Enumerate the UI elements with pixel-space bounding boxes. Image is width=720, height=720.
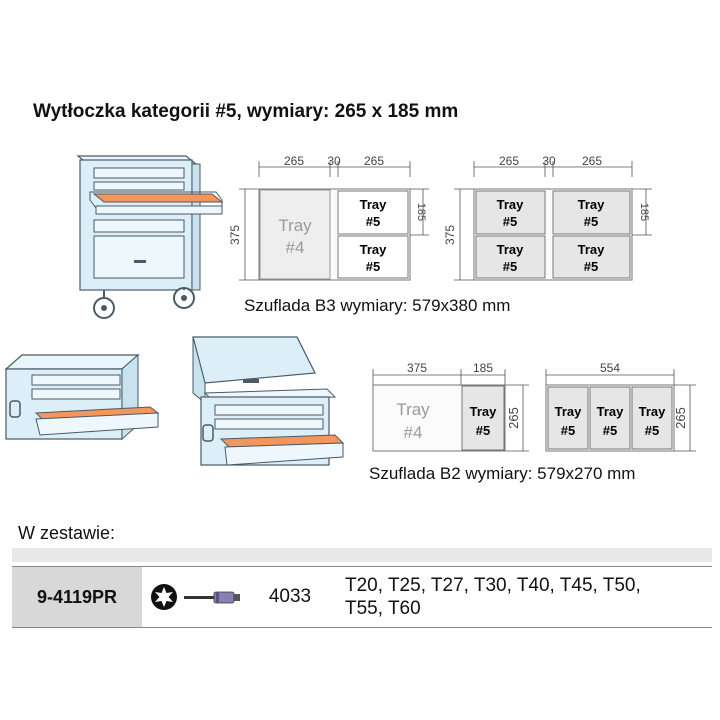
torx-sizes-line: T20, T25, T27, T30, T40, T45, T50, xyxy=(345,575,641,596)
dim-label: 30 xyxy=(542,155,556,168)
tray5-number: #5 xyxy=(584,259,598,274)
tray5-label: Tray xyxy=(578,197,606,212)
set-header-bar xyxy=(12,548,712,562)
item-number: 4033 xyxy=(268,586,312,607)
dim-label: 375 xyxy=(228,225,242,245)
tray5-label: Tray xyxy=(639,404,667,419)
tray5-number: #5 xyxy=(503,259,517,274)
dim-label: 185 xyxy=(473,361,493,375)
tray5-number: #5 xyxy=(561,423,575,438)
set-section-label: W zestawie: xyxy=(18,523,116,543)
page-title: Wytłoczka kategorii #5, wymiary: 265 x 1… xyxy=(33,101,459,122)
tray5-label: Tray xyxy=(555,404,583,419)
tray5-label: Tray xyxy=(597,404,625,419)
tray5-number: #5 xyxy=(366,259,380,274)
tray5-number: #5 xyxy=(503,214,517,229)
tray5-label: Tray xyxy=(497,197,525,212)
dim-label: 375 xyxy=(443,225,457,245)
tray4-number: #4 xyxy=(286,238,305,257)
torx-sizes-line: T55, T60 xyxy=(345,598,421,619)
dim-label: 30 xyxy=(327,155,341,168)
b3-caption: Szuflada B3 wymiary: 579x380 mm xyxy=(244,296,511,315)
b2-layout-with-tray4: 375 185 Tray #4 Tray #5 265 xyxy=(372,361,529,452)
tray4-number: #4 xyxy=(404,423,423,442)
tray5-number: #5 xyxy=(584,214,598,229)
dim-label: 265 xyxy=(499,155,519,168)
torx-star-icon xyxy=(151,584,177,610)
roller-cabinet-illustration xyxy=(76,155,224,319)
product-code: 9-4119PR xyxy=(12,567,142,627)
dim-label: 185 xyxy=(638,203,650,221)
dim-label: 265 xyxy=(506,407,521,429)
tray4-label: Tray xyxy=(278,216,312,235)
tray5-number: #5 xyxy=(476,423,490,438)
tool-icons xyxy=(142,567,245,627)
b2-caption: Szuflada B2 wymiary: 579x270 mm xyxy=(369,464,636,483)
tray5-label: Tray xyxy=(360,197,388,212)
dim-label: 265 xyxy=(364,155,384,168)
torx-sizes: T20, T25, T27, T30, T40, T45, T50, T55, … xyxy=(335,567,712,627)
b2-layout-three-tray5: 554 Tray #5 Tray #5 Tray #5 265 xyxy=(545,361,696,452)
tool-chest-open-lid-illustration xyxy=(192,336,345,466)
dim-label: 265 xyxy=(673,407,688,429)
tray5-label: Tray xyxy=(360,242,388,257)
dim-label: 185 xyxy=(415,203,427,221)
screwdriver-bit-icon xyxy=(184,591,240,604)
dim-label: 554 xyxy=(600,361,620,375)
tray4-label: Tray xyxy=(396,400,430,419)
b3-layout-with-tray4: 265 30 265 375 Tray #4 Tray #5 Tray #5 1… xyxy=(228,155,429,281)
tray5-label: Tray xyxy=(470,404,498,419)
tray5-number: #5 xyxy=(603,423,617,438)
tray5-label: Tray xyxy=(578,242,606,257)
b3-layout-four-tray5: 265 30 265 375 Tray #5 Tray #5 Tray #5 T… xyxy=(443,155,652,281)
tray5-number: #5 xyxy=(366,214,380,229)
tray5-number: #5 xyxy=(645,423,659,438)
tray5-label: Tray xyxy=(497,242,525,257)
dim-label: 375 xyxy=(407,361,427,375)
dim-label: 265 xyxy=(582,155,602,168)
dim-label: 265 xyxy=(284,155,304,168)
set-item-row: 9-4119PR 4033 T20, T25, T27, T30, T40, T… xyxy=(12,566,712,628)
tool-chest-illustration xyxy=(4,353,160,441)
